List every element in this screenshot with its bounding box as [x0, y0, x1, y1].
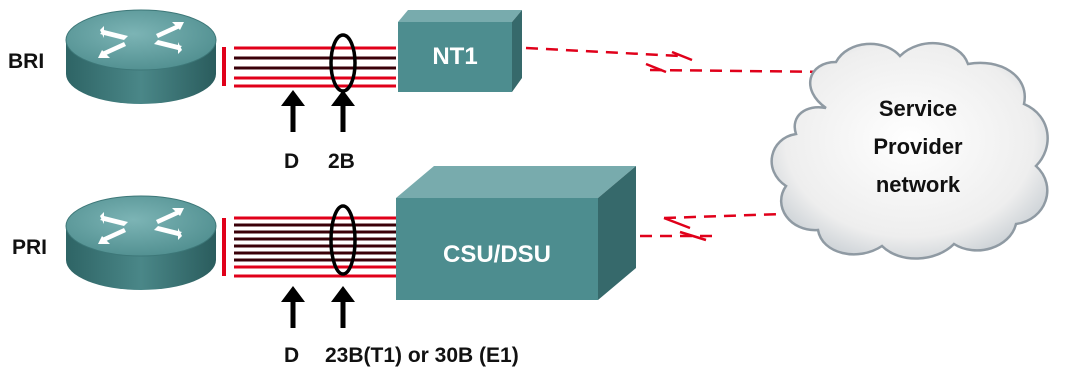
- pri-b-channel-ring: [329, 204, 357, 276]
- csu-dsu-label: CSU/DSU: [443, 241, 551, 268]
- pri-router-icon: [65, 195, 217, 290]
- bri-label: BRI: [8, 50, 44, 73]
- pri-d-arrow-icon: [281, 286, 305, 328]
- service-provider-cloud-icon: [770, 42, 1049, 260]
- bri-channel-lines: [234, 46, 396, 88]
- cloud-label-line2: Provider: [873, 134, 963, 159]
- bri-d-channel-label: D: [284, 150, 299, 173]
- cloud-label-line1: Service: [879, 96, 957, 121]
- cloud-label-line3: network: [876, 172, 961, 197]
- bri-wan-bolt-icon: [645, 50, 693, 74]
- pri-channel-lines: [234, 216, 396, 278]
- nt1-label: NT1: [432, 43, 477, 70]
- nt1-device: [398, 10, 522, 92]
- pri-b-channel-label: 23B(T1) or 30B (E1): [325, 344, 519, 367]
- pri-b-arrow-icon: [331, 286, 355, 328]
- bri-b-channel-ring: [329, 33, 357, 93]
- bri-b-channel-label: 2B: [328, 150, 355, 173]
- pri-wan-bolt-icon: [663, 216, 707, 242]
- bri-b-arrow-icon: [331, 90, 355, 132]
- csu-dsu-device: [396, 166, 636, 300]
- bri-wan-link: [525, 46, 839, 74]
- pri-label: PRI: [12, 236, 47, 259]
- pri-d-channel-label: D: [284, 344, 299, 367]
- bri-d-arrow-icon: [281, 90, 305, 132]
- bri-router-icon: [65, 9, 217, 104]
